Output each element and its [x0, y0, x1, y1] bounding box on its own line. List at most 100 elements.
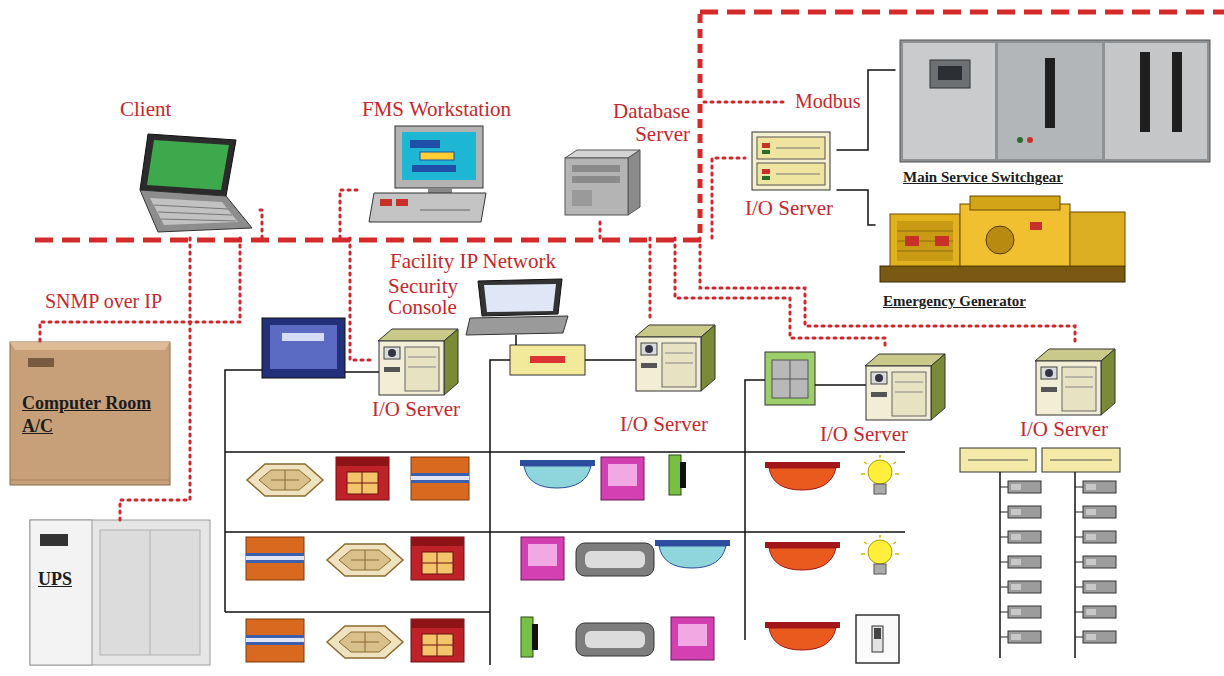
field-wiring: [999, 472, 1001, 658]
network-link: [712, 158, 745, 238]
field-devices: [576, 543, 654, 576]
field-devices: [861, 535, 899, 574]
field-devices: [765, 462, 840, 490]
workstation-icon: [420, 210, 470, 211]
console-laptop-icon: [484, 284, 556, 312]
field-wiring: [345, 371, 379, 373]
io-point-columns: [1075, 631, 1116, 643]
switchgear-icon: [938, 66, 962, 80]
switchgear-icon: [1140, 52, 1150, 132]
node-label: I/O Server: [372, 398, 460, 421]
io-server-node: I/O Server: [745, 125, 837, 228]
node-label: I/O Server: [620, 413, 708, 436]
io-panel-icon: [776, 148, 820, 149]
server-tower-icon: [565, 150, 640, 158]
ac-unit-icon: [10, 342, 170, 485]
io-point-columns: [1000, 606, 1041, 618]
io-panel-icon: [762, 150, 770, 154]
field-devices: [247, 464, 323, 496]
network-dashes: [35, 12, 1224, 240]
ups-icon: [30, 520, 210, 665]
laptop-icon: [150, 198, 238, 225]
workstation-icon: [369, 193, 486, 222]
generator-icon: [935, 236, 949, 246]
field-devices: [411, 457, 469, 500]
io-server-node: I/O Server: [372, 325, 482, 425]
io-point-columns: [1000, 631, 1041, 643]
io-panel-icon: [776, 174, 820, 175]
workstation-icon: [428, 188, 452, 193]
modbus-link: [704, 101, 788, 104]
field-devices: [669, 455, 686, 495]
network-dashes: [700, 10, 1224, 15]
generator-icon: [897, 231, 953, 232]
generator-node: Emergency Generator: [875, 193, 1130, 315]
io-point-columns: [1000, 506, 1041, 518]
workstation-node: FMS Workstation: [362, 95, 562, 225]
workstation-icon: [420, 152, 454, 160]
node-label: I/O Server: [1020, 418, 1108, 441]
console-laptop-icon: [466, 279, 568, 335]
io-panel-icon: [752, 132, 830, 190]
node-label: Security Console: [388, 276, 470, 319]
laptop-icon: [147, 140, 229, 190]
field-devices: [765, 622, 840, 650]
connectors: [40, 70, 1075, 520]
generator-icon: [880, 266, 1125, 282]
io-point-columns: [1075, 506, 1116, 518]
io-point-columns: [1000, 481, 1041, 493]
field-devices: [765, 542, 840, 570]
io-point-columns: [1075, 556, 1116, 568]
field-devices: [327, 626, 403, 658]
switchgear-icon: [1017, 137, 1023, 143]
io-server-icons: [865, 354, 945, 420]
workstation-icon: [402, 132, 476, 180]
controller-panels: [530, 356, 565, 363]
io-point-columns: [1075, 606, 1116, 618]
node-label: Emergency Generator: [883, 292, 1026, 310]
network-dashes: [35, 238, 703, 243]
node-label: I/O Server: [820, 423, 908, 446]
io-point-columns: [1000, 581, 1041, 593]
controller-panels: [765, 352, 815, 405]
ups-icon: [30, 520, 210, 665]
field-devices: [655, 540, 730, 568]
generator-icon: [880, 196, 1125, 282]
io-point-columns: [1000, 481, 1116, 643]
io-panel-icon: [752, 132, 830, 190]
controller-panels: [772, 360, 808, 398]
generator-icon: [1030, 222, 1042, 230]
node-label: Computer Room A/C: [22, 392, 170, 437]
ac-unit-node: Computer Room A/C: [10, 342, 173, 487]
laptop-icon: [154, 205, 228, 209]
generator-icon: [897, 221, 953, 261]
network-link: [649, 238, 652, 320]
io-server-icons: [635, 325, 715, 391]
laptop-icon: [140, 134, 236, 196]
server-tower-icon: [565, 150, 640, 215]
controller-panels: [262, 318, 1120, 472]
ac-unit-icon: [10, 342, 170, 485]
controller-panels: [270, 325, 337, 369]
link-label: Modbus: [795, 90, 861, 112]
network-link: [255, 210, 262, 238]
laptop-icon: [140, 134, 252, 232]
switchgear-icon: [903, 43, 995, 159]
field-devices: [411, 619, 464, 662]
controller-panels: [968, 460, 1028, 461]
node-label: Client: [120, 98, 171, 121]
ups-node: UPS: [30, 520, 210, 665]
io-point-columns: [1075, 581, 1116, 593]
workstation-icon: [412, 165, 456, 172]
controller-panels: [282, 333, 324, 341]
switchgear-icon: [900, 40, 1210, 162]
controller-panels: [1050, 460, 1112, 461]
generator-icon: [986, 226, 1014, 254]
ups-icon: [30, 520, 92, 665]
io-server-node: I/O Server: [815, 350, 950, 448]
field-wiring: [515, 335, 517, 345]
ups-icon: [40, 534, 68, 546]
controller-panels: [772, 379, 808, 380]
